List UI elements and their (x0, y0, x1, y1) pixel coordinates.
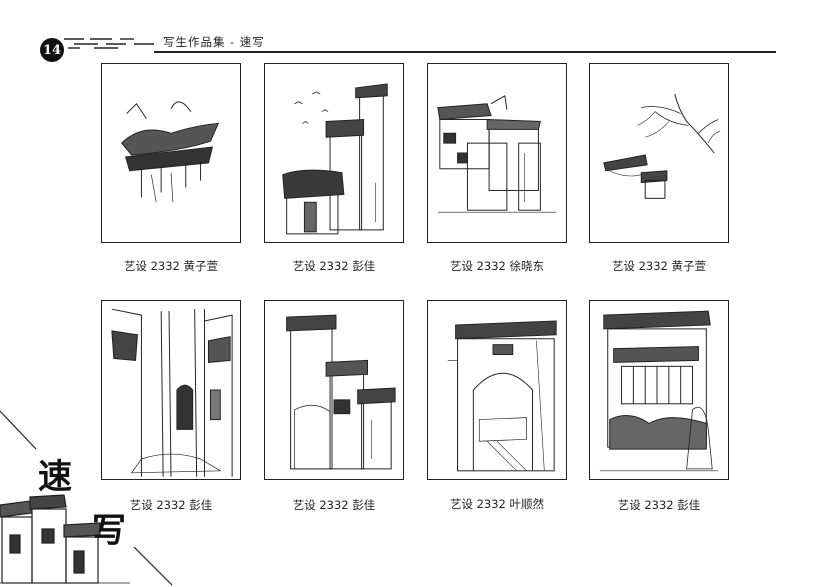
corner-char-xie: 写 (92, 511, 126, 551)
sketch-frame-4[interactable] (589, 63, 729, 243)
corner-char-su: 速 (38, 457, 72, 497)
caption-1: 艺设 2332 黄子萱 (123, 259, 219, 273)
caption-2: 艺设 2332 彭佳 (292, 259, 376, 273)
page-number-badge: 14 (40, 38, 64, 62)
caption-3: 艺设 2332 徐晓东 (449, 259, 545, 273)
sketch-frame-5[interactable] (101, 300, 241, 480)
sketch-frame-1[interactable] (101, 63, 241, 243)
archway-gate-sketch (447, 320, 557, 472)
village-houses-sketch (437, 95, 557, 213)
sketch-frame-3[interactable] (427, 63, 567, 243)
village-corner-sketch (0, 410, 173, 586)
corner-decoration: 速 写 (0, 405, 175, 587)
page-header: 14 写生作品集 - 速写 (0, 0, 831, 62)
courtyard-window-sketch (599, 310, 719, 472)
caption-8: 艺设 2332 彭佳 (617, 498, 701, 512)
sketch-frame-8[interactable] (589, 300, 729, 480)
narrow-alley-sketch (111, 308, 233, 477)
hall-roof-sketch (121, 101, 220, 203)
sketch-frame-2[interactable] (264, 63, 404, 243)
tall-house-sketch (286, 314, 396, 470)
header-title: 写生作品集 - 速写 (163, 35, 265, 49)
caption-6: 艺设 2332 彭佳 (292, 498, 376, 512)
horsehead-wall-sketch (282, 83, 388, 235)
caption-4: 艺设 2332 黄子萱 (611, 259, 707, 273)
sketch-frame-7[interactable] (427, 300, 567, 480)
caption-7: 艺设 2332 叶顺然 (449, 497, 545, 511)
tree-and-eaves-sketch (603, 93, 721, 199)
sketch-frame-6[interactable] (264, 300, 404, 480)
decorative-lines-icon (64, 38, 154, 49)
page-number: 14 (42, 42, 62, 58)
header-divider (154, 51, 776, 53)
caption-5: 艺设 2332 彭佳 (129, 498, 213, 512)
